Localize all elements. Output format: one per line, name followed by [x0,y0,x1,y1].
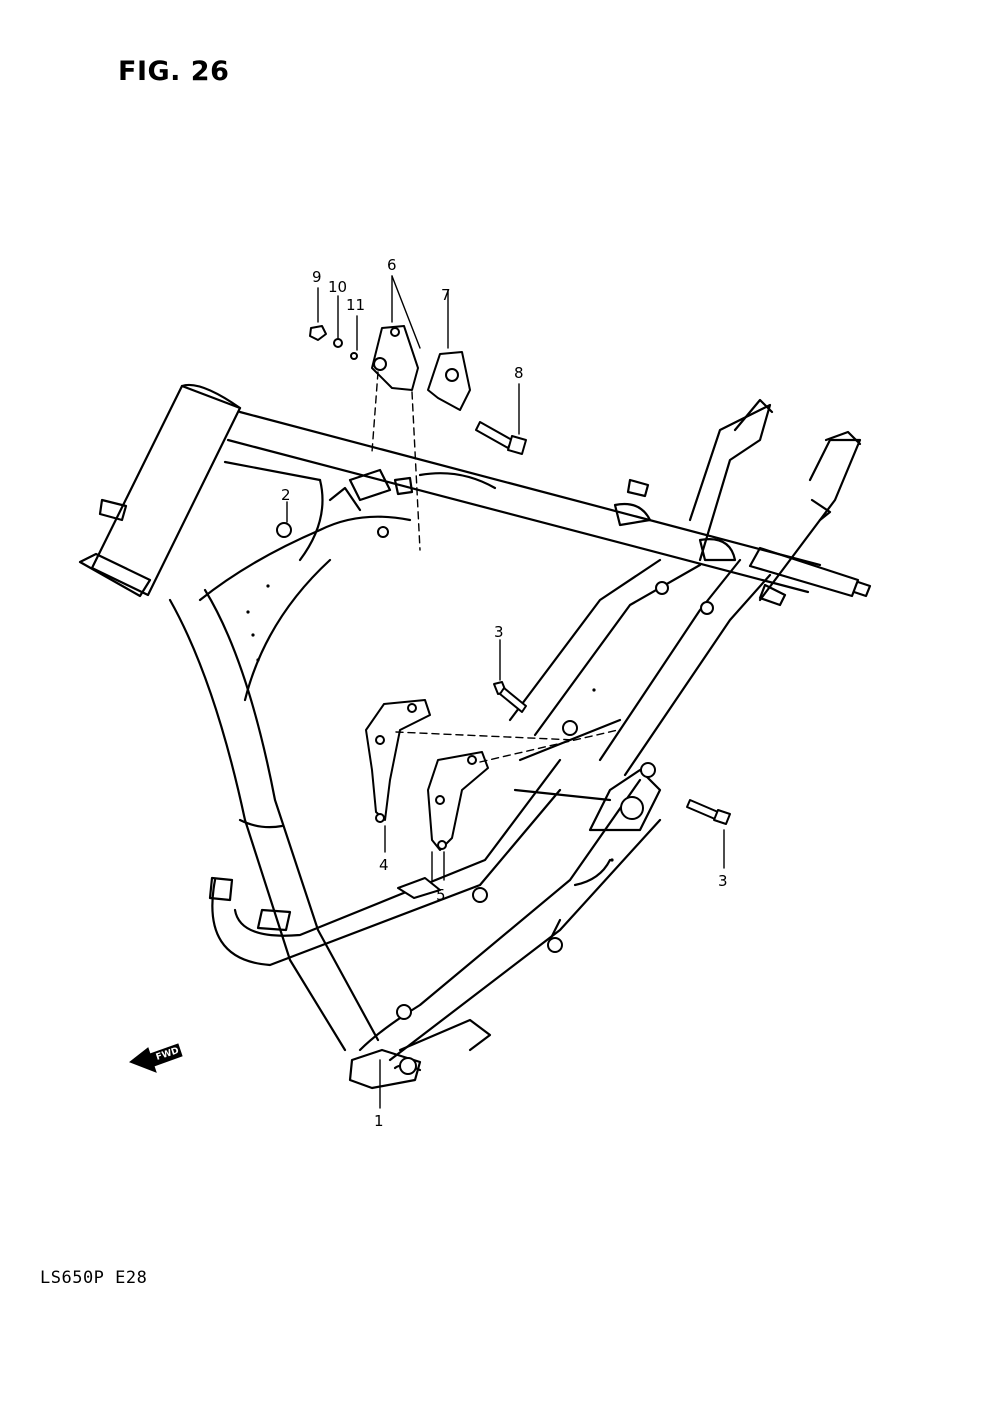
callout-9: 9 [312,268,322,286]
frame-drawing [78,383,872,1090]
fwd-arrow: FWD [128,1043,183,1073]
callout-6: 6 [387,256,397,274]
callout-5: 5 [436,886,446,904]
loose-parts [276,325,731,899]
callout-3-upper: 3 [494,623,504,641]
callout-7: 7 [441,286,451,304]
leader-lines [286,275,725,1109]
callout-10: 10 [328,278,347,296]
callout-3-lower: 3 [718,872,728,890]
callout-1: 1 [374,1112,384,1130]
callout-8: 8 [514,364,524,382]
model-code: LS650P E28 [40,1268,148,1288]
figure-title: FIG. 26 [118,56,230,87]
callout-numbers: 1 2 3 3 4 5 6 7 8 9 10 11 [281,256,728,1130]
callout-11: 11 [346,296,365,314]
callout-4: 4 [379,856,389,874]
callout-2: 2 [281,486,291,504]
